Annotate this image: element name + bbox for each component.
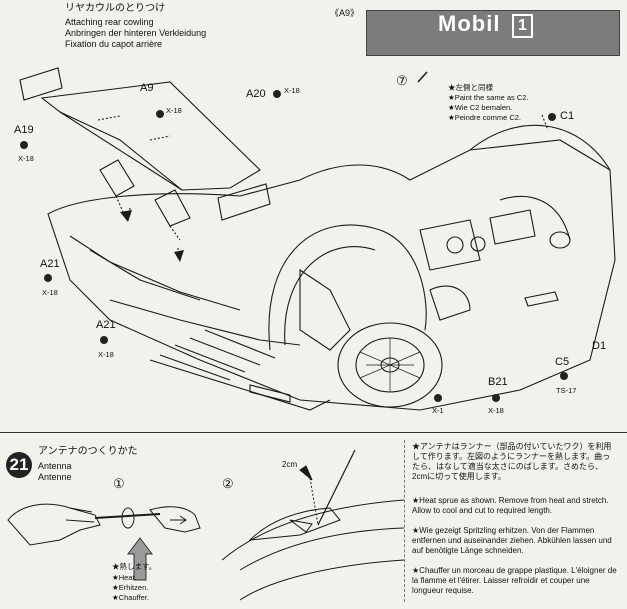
- paint-dot-a20: [273, 90, 281, 98]
- part-a21-left-label: A21: [40, 258, 60, 270]
- rear-cowling-illustration: [19, 67, 616, 411]
- part-a9-label: A9: [140, 82, 154, 94]
- paint-dot-b21: [492, 394, 500, 402]
- paint-note-fr: ★Peindre comme C2.: [448, 113, 522, 122]
- step-title-fr: Fixation du capot arrière: [65, 39, 163, 49]
- antenna-title-en: Antenna: [38, 461, 72, 471]
- mobil-one-mark: 1: [512, 14, 533, 38]
- part-a19-paint: X-18: [18, 154, 34, 163]
- part-c1-label: C1: [560, 110, 575, 122]
- antenna-length-dim: 2cm: [282, 460, 298, 469]
- paint-dot-a21-left: [44, 274, 52, 282]
- paint-dot-c1: [548, 113, 556, 121]
- heat-note-fr: ★Chauffer.: [112, 593, 150, 602]
- decal-ref-number: ⑦: [396, 73, 408, 88]
- heat-note-en: ★Heat.: [112, 573, 137, 582]
- part-a20-paint: X-18: [284, 86, 300, 95]
- section-divider: [0, 432, 627, 433]
- antenna-title-jp: アンテナのつくりかた: [38, 446, 138, 457]
- part-a21-bottom-paint: X-18: [98, 350, 114, 359]
- substep-1: ①: [113, 476, 125, 491]
- paint-dot-a21-bottom: [100, 336, 108, 344]
- part-c5-label: C5: [555, 356, 570, 368]
- step-title-en: Attaching rear cowling: [65, 17, 154, 27]
- part-a21-bottom-label: A21: [96, 319, 116, 331]
- part-a21-left-paint: X-18: [42, 288, 58, 297]
- paint-dot-a19: [20, 141, 28, 149]
- antenna-instructions-fr: ★Chauffer un morceau de grappe plastique…: [412, 566, 617, 595]
- part-a19-label: A19: [14, 124, 34, 136]
- part-b21-label: B21: [488, 376, 508, 388]
- antenna-instructions-jp: ★アンテナはランナー（部品の付いていたワク）を利用して作ります。左図のようにラン…: [412, 442, 612, 481]
- heat-note-de: ★Erhitzen.: [112, 583, 149, 592]
- paint-note-de: ★Wie C2 bemalen.: [448, 103, 513, 112]
- heat-note-jp: ★熱します。: [112, 562, 157, 571]
- column-separator: [404, 440, 405, 602]
- part-d1-label: D1: [592, 340, 607, 352]
- paint-dot-a9: [156, 110, 164, 118]
- mobil-decal-panel: [366, 10, 620, 56]
- step-reference: 《A9》: [330, 8, 360, 18]
- step-number-badge: 21: [6, 452, 32, 478]
- part-b21-paint: X-18: [488, 406, 504, 415]
- antenna-instructions-de: ★Wie gezeigt Spritzling erhitzen. Von de…: [412, 526, 612, 555]
- step-title-de: Anbringen der hinteren Verkleidung: [65, 28, 207, 38]
- paint-dot-c5: [560, 372, 568, 380]
- antenna-illustration: [7, 449, 404, 601]
- substep-2: ②: [222, 476, 234, 491]
- mobil-brand-text: Mobil: [438, 11, 501, 36]
- part-a20-label: A20: [246, 88, 266, 100]
- step-title-jp: リヤカウルのとりつけ: [65, 3, 166, 14]
- part-c5-paint: TS-17: [556, 386, 577, 395]
- part-x1-paint: X-1: [432, 406, 444, 415]
- part-a9-paint: X-18: [166, 106, 182, 115]
- paint-note-en: ★Paint the same as C2.: [448, 93, 529, 102]
- paint-dot-x1: [434, 394, 442, 402]
- antenna-instructions-en: ★Heat sprue as shown. Remove from heat a…: [412, 496, 609, 515]
- paint-note-jp: ★左側と同様: [448, 83, 493, 92]
- antenna-title-de: Antenne: [38, 472, 72, 482]
